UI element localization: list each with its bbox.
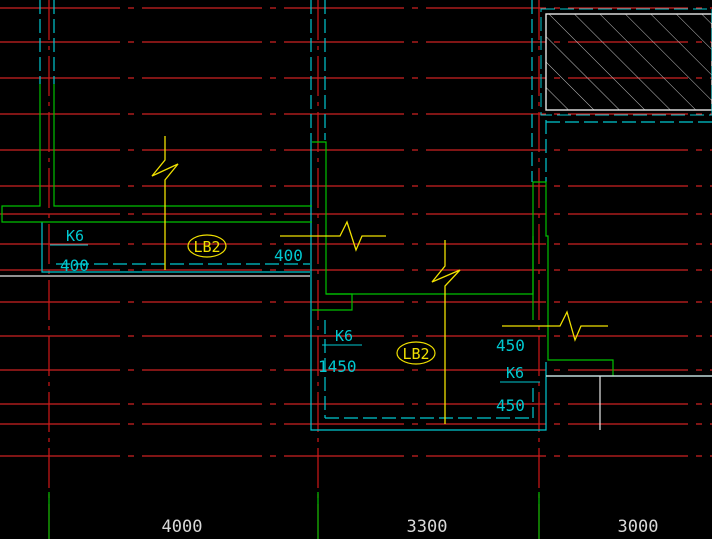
vertical-axis-lines (48, 0, 540, 539)
beam-outlines (41, 140, 712, 431)
wall-left (1, 84, 312, 223)
wall-left-inner (53, 84, 312, 207)
hatched-opening (545, 13, 712, 111)
value-450-c: 450 (496, 396, 525, 415)
k6-label-b: K6 (335, 327, 353, 345)
axis-green-ends (48, 492, 540, 539)
k6-label-c: K6 (506, 364, 524, 382)
rebar-mid (280, 220, 386, 252)
slab-label-left-ellipse (187, 234, 227, 258)
slab-label-mid[interactable]: LB2 (402, 345, 429, 363)
dashed-wall-lines (39, 0, 712, 419)
wall-mid-link (326, 181, 614, 376)
wall-outlines (1, 84, 614, 376)
k6-label-a: K6 (66, 227, 84, 245)
rebar-right (502, 310, 608, 342)
slab-label-left[interactable]: LB2 (193, 238, 220, 256)
rebar-lines (151, 136, 608, 424)
white-lines (0, 275, 712, 430)
beam-left-outline (41, 222, 310, 273)
rebar-left (151, 136, 179, 270)
dimension-3000: 3000 (618, 517, 659, 537)
horizontal-grid-lines (0, 7, 712, 457)
rebar-mid-vertical (431, 240, 461, 424)
dimension-3300: 3300 (407, 517, 448, 537)
beam-mid-outline (310, 140, 547, 431)
value-450-a: 1450 (318, 357, 357, 376)
hatched-opening-frame (540, 8, 712, 116)
value-450-b: 450 (496, 336, 525, 355)
slab-label-mid-ellipse (396, 341, 436, 365)
value-400-b: 400 (274, 246, 303, 265)
value-400-a: 400 (60, 256, 89, 275)
dimension-4000: 4000 (162, 517, 203, 537)
